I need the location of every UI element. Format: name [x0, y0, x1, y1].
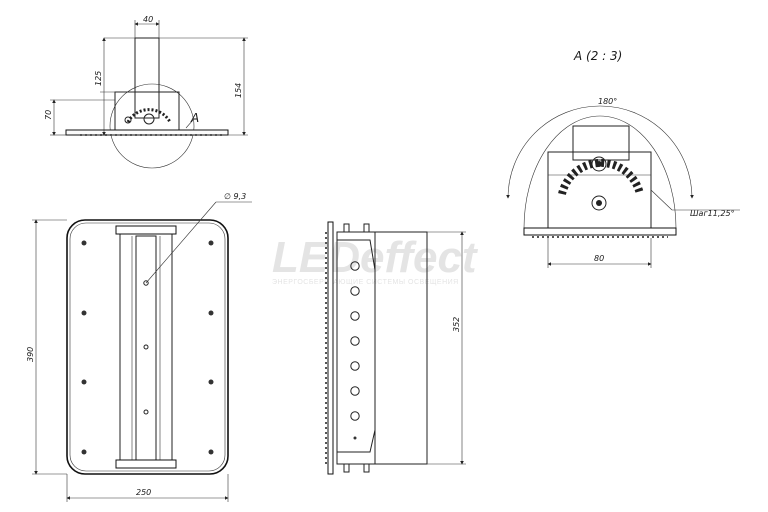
dim-40-label: 40 [143, 15, 153, 24]
detail-view-gear-teeth [558, 158, 644, 196]
dim-80-label: 80 [594, 254, 604, 263]
dim-390-label: 390 [26, 347, 35, 362]
front-view-screws [81, 240, 214, 455]
dim-hole-label: ∅ 9,3 [224, 192, 246, 201]
front-view-hole [143, 409, 149, 415]
dim-250-label: 250 [136, 488, 151, 497]
detail-view-title: A (2 : 3) [573, 49, 622, 63]
dim-70-label: 70 [44, 110, 53, 120]
profile-view-holes [350, 261, 360, 440]
side-view-pole [134, 37, 160, 119]
dim-step-label: Шаг11,25° [690, 209, 735, 218]
dim-125-label: 125 [94, 71, 103, 86]
step-leader [650, 189, 673, 211]
dim-154-label: 154 [234, 83, 243, 98]
side-view-callout-label: A [190, 111, 199, 125]
front-view: ∅ 9,3 390 250 [26, 192, 252, 502]
dim-352-label: 352 [452, 317, 461, 332]
detail-view-base-plate [523, 227, 677, 236]
detail-view-pole [572, 125, 630, 161]
profile-view-bolts [343, 223, 370, 473]
front-view-top-clamp [115, 225, 177, 235]
profile-view: 352 [325, 221, 466, 475]
side-view-callout-leader [185, 119, 194, 129]
detail-view-top-pivot [591, 156, 607, 172]
watermark-tagline: ЭНЕРГОСБЕРЕГАЮЩИЕ СИСТЕМЫ ОСВЕЩЕНИЯ [272, 279, 459, 286]
profile-view-plate [327, 221, 334, 475]
profile-view-pole [374, 231, 428, 465]
detail-view-bottom-pivot [591, 195, 607, 211]
hole-leader [145, 201, 217, 284]
detail-view-outline-arc [523, 115, 677, 229]
detail-view: A (2 : 3) 180° Шаг11,25° 80 [506, 49, 740, 268]
front-view-hole [143, 280, 149, 286]
side-view-bolt [124, 116, 132, 124]
front-view-bottom-clamp [115, 459, 177, 469]
side-view-outline-circle [109, 83, 195, 169]
side-view-pivot [143, 113, 155, 125]
side-view: A 40 154 125 70 [44, 15, 248, 169]
front-view-hole [143, 344, 149, 350]
side-view-gear-arc [126, 108, 172, 123]
dim-angle-label: 180° [598, 97, 617, 106]
dim-angle-arc [506, 105, 694, 199]
side-view-bracket [114, 91, 180, 131]
